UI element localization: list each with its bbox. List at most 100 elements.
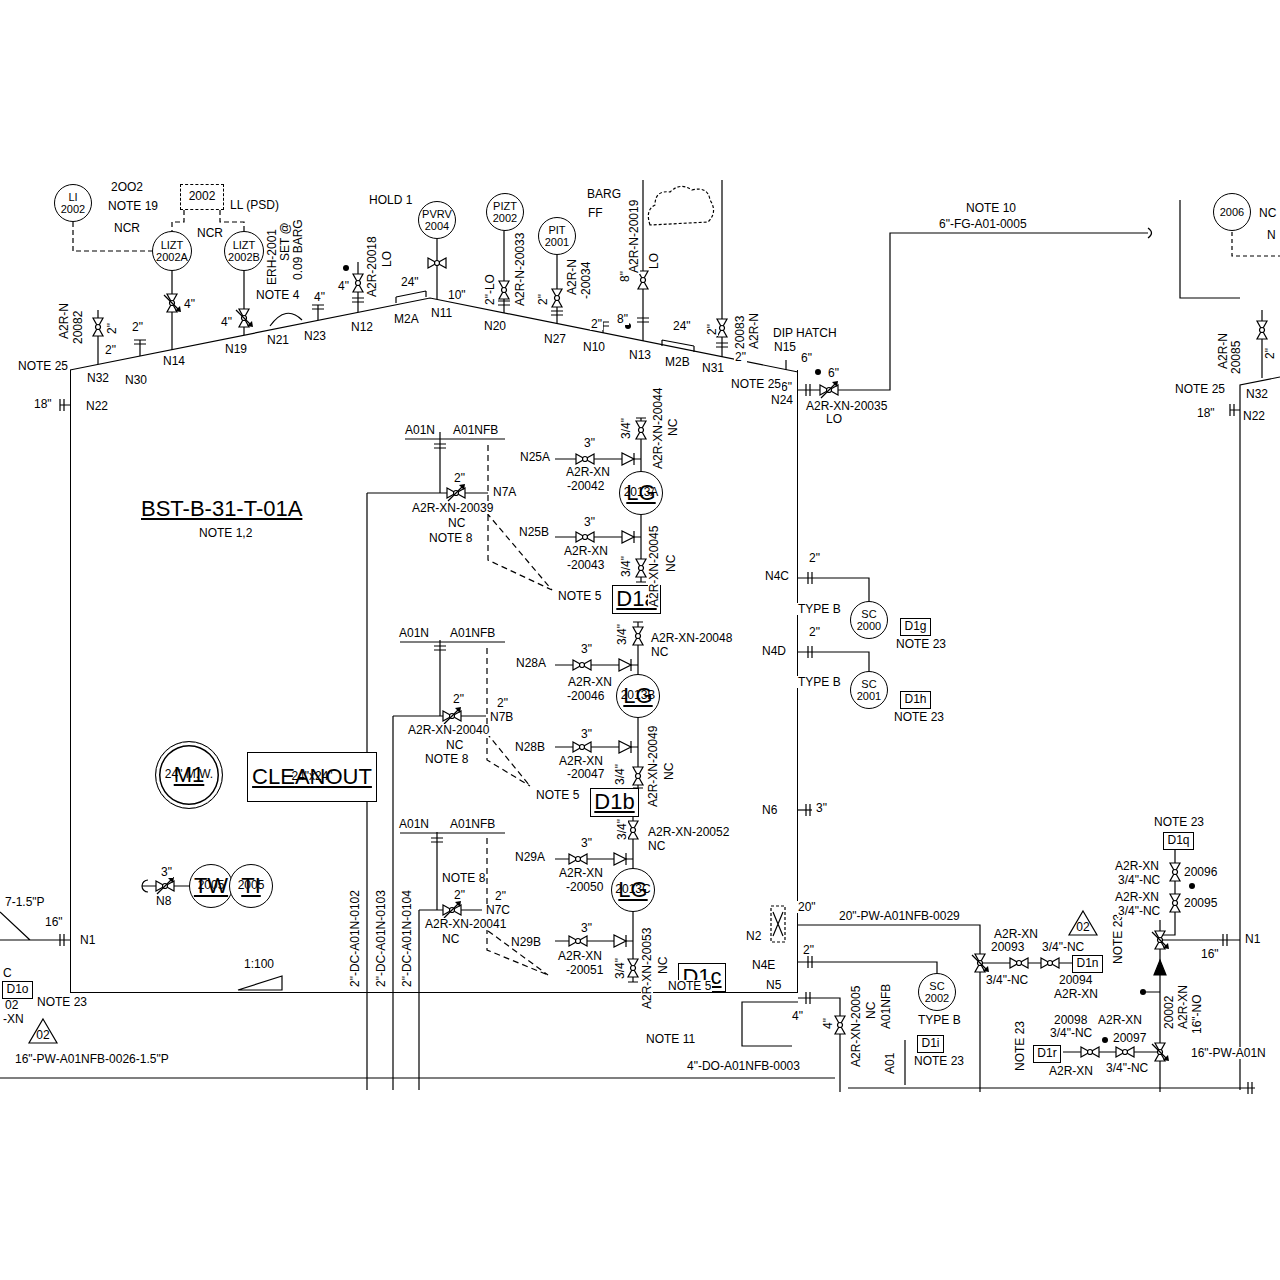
- valve-symbol: [633, 767, 643, 785]
- drain-line: [742, 1002, 798, 1046]
- lock-dot: [1102, 1037, 1108, 1043]
- tag-text: PIT: [548, 224, 565, 236]
- callout-label: NOTE 23: [895, 638, 947, 650]
- pipe-line: [0, 1077, 835, 1078]
- callout-label: A01NFB: [452, 424, 499, 436]
- callout-label: A2R-XN: [1177, 984, 1189, 1030]
- callout-label: 3/4"-NC: [1117, 905, 1161, 917]
- callout-label: NOTE 5: [535, 789, 580, 801]
- callout-label: ERH-2001: [266, 228, 278, 286]
- sheet-ref-box: D1h: [900, 691, 931, 709]
- callout-label: N: [1266, 229, 1277, 241]
- valve-symbol: [1257, 321, 1267, 339]
- tag-number: 2013A: [624, 486, 659, 499]
- callout-label: N32: [86, 372, 110, 384]
- callout-label: M2A: [393, 313, 420, 325]
- callout-label: -20050: [565, 881, 604, 893]
- lock-dot: [815, 369, 821, 375]
- vent-valve: [428, 258, 446, 268]
- flange-symbol: [60, 934, 64, 946]
- control-valve: [156, 877, 174, 894]
- sheet-ref-box: D1r: [1033, 1045, 1061, 1063]
- valve-symbol: [1116, 1047, 1134, 1057]
- callout-label: NOTE 23: [1153, 816, 1205, 828]
- spool-bracket: [771, 906, 785, 942]
- callout-label: A01NFB: [449, 818, 496, 830]
- callout-label: 2": [494, 890, 507, 902]
- callout-label: N27: [543, 333, 567, 345]
- callout-label: HOLD 1: [368, 194, 413, 206]
- valve-symbol: [576, 454, 594, 464]
- flange-symbol: [352, 298, 364, 302]
- valve-symbol: [636, 421, 646, 439]
- control-valve: [443, 707, 461, 724]
- scale-triangle: [238, 976, 282, 990]
- callout-label: A2R-XN: [558, 755, 604, 767]
- callout-label: 20095: [1183, 897, 1218, 909]
- flange-symbol: [431, 838, 443, 842]
- sheet-ref-box: D1b: [590, 788, 639, 817]
- callout-label: A2R-N: [58, 302, 70, 340]
- tag-number: 2013B: [621, 689, 656, 702]
- pipe-line: [393, 640, 505, 1090]
- sheet-ref-box: D1q: [1163, 832, 1194, 850]
- flange-symbol: [806, 384, 810, 396]
- lock-dot: [343, 265, 349, 271]
- tag-text: D1h: [904, 693, 926, 706]
- valve-symbol: [628, 959, 638, 977]
- revision-triangle: 02: [28, 1018, 58, 1044]
- callout-label: N31: [701, 362, 725, 374]
- sheet-ref-box: D1i: [917, 1035, 944, 1053]
- callout-label: TYPE B: [797, 603, 842, 615]
- callout-label: N28B: [514, 741, 546, 753]
- callout-label: 2": [537, 293, 549, 306]
- callout-label: N4C: [764, 570, 790, 582]
- callout-label: N30: [124, 374, 148, 386]
- callout-label: A2R-XN: [567, 676, 613, 688]
- valve-symbol: [93, 318, 103, 336]
- callout-label: 7-1.5"P: [4, 896, 46, 908]
- callout-label: A01NFB: [449, 627, 496, 639]
- callout-label: 3": [815, 802, 828, 814]
- callout-label: 4": [183, 298, 196, 310]
- valve-symbol: [1041, 958, 1059, 968]
- callout-label: N13: [628, 349, 652, 361]
- flange-symbol: [60, 399, 64, 411]
- check-valve: [614, 853, 626, 865]
- dashed-instrument-box: 2002: [180, 184, 224, 210]
- tag-text: D1g: [904, 620, 926, 633]
- callout-label: A2R-XN-20052: [647, 826, 730, 838]
- callout-label: N19: [224, 343, 248, 355]
- callout-label: A2R-XN: [565, 466, 611, 478]
- callout-label: N22: [85, 400, 109, 412]
- callout-label: NC: [441, 933, 460, 945]
- callout-label: 8": [616, 313, 629, 325]
- callout-label: 2": [496, 697, 509, 709]
- instrument-bubble: LI2002: [54, 184, 92, 222]
- tag-number: 2002A: [156, 251, 188, 263]
- valve-symbol: [552, 289, 562, 307]
- callout-label: A2R-XN: [1114, 860, 1160, 872]
- tag-number: 24"x24": [291, 770, 332, 783]
- callout-label: NC: [1258, 207, 1277, 219]
- tag-text: BST-B-31-T-01A: [141, 497, 302, 521]
- instrument-bubble: LG2013C: [611, 868, 655, 912]
- revision-triangle: 02: [1068, 910, 1098, 936]
- callout-label: -20043: [566, 559, 605, 571]
- flange-symbol: [806, 804, 810, 816]
- callout-label: TYPE B: [917, 1014, 962, 1026]
- callout-label: NC: [665, 554, 677, 573]
- callout-label: N6: [761, 804, 778, 816]
- valve-symbol: [499, 281, 509, 299]
- callout-label: N2: [745, 930, 762, 942]
- callout-label: A2R-XN: [993, 928, 1039, 940]
- valve-symbol: [569, 936, 587, 946]
- callout-label: 4": [313, 291, 326, 303]
- tag-text: LI: [68, 191, 77, 203]
- callout-label: N24: [770, 394, 794, 406]
- callout-label: 3": [580, 837, 593, 849]
- instrument-bubble: 2006: [1213, 193, 1251, 231]
- revision-cloud: [648, 186, 713, 225]
- control-valve: [1152, 931, 1169, 949]
- hatch-dome: [270, 313, 302, 326]
